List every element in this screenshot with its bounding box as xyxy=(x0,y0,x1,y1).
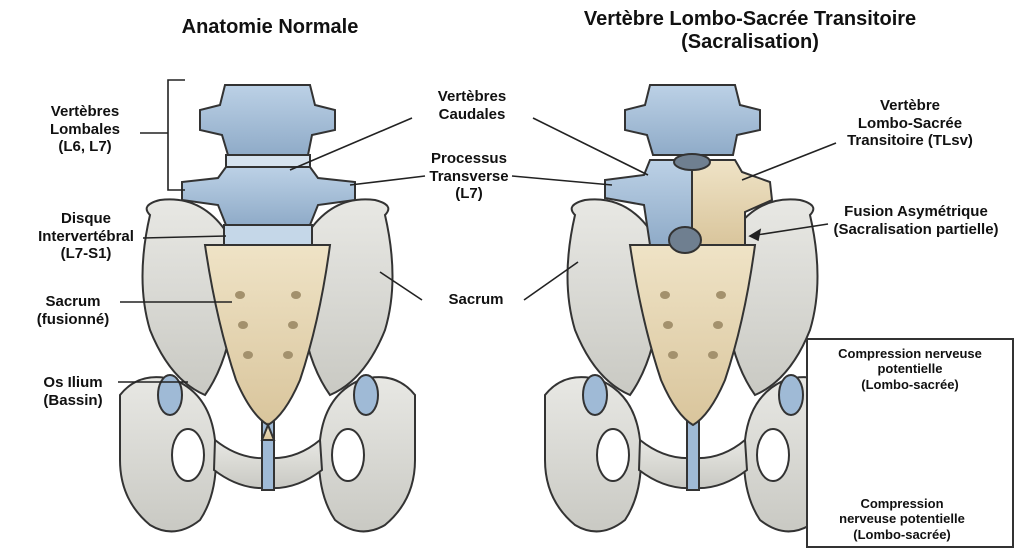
inset-top-line1: Compression nerveuse xyxy=(814,346,1006,361)
disc-l7-s1 xyxy=(224,225,312,245)
label-disc-line1: Disque xyxy=(26,210,146,228)
inset-bottom-line1: Compression xyxy=(814,496,990,511)
label-lumbar-line1: Vertèbres xyxy=(30,103,140,121)
label-tlsv-line1: Vertèbre xyxy=(830,97,990,115)
label-transverse-line1: Processus xyxy=(422,150,516,168)
inset-top-label: Compression nerveuse potentielle (Lombo-… xyxy=(814,346,1006,392)
label-lumbar-vertebrae: Vertèbres Lombales (L6, L7) xyxy=(30,103,140,156)
title-transitional: Vertèbre Lombo-Sacrée Transitoire (Sacra… xyxy=(500,8,1000,54)
label-caudal-line1: Vertèbres xyxy=(412,88,532,106)
sacrum-left xyxy=(205,245,330,425)
label-ilium-line2: (Bassin) xyxy=(30,392,116,410)
normal-pelvis xyxy=(120,85,415,531)
label-disc-line2: Intervertébral xyxy=(26,228,146,246)
label-fusion-line1: Fusion Asymétrique xyxy=(818,203,1014,221)
label-ilium-line1: Os Ilium xyxy=(30,374,116,392)
inset-bottom-label: Compression nerveuse potentielle (Lombo-… xyxy=(814,496,990,542)
label-fusion-line2: (Sacralisation partielle) xyxy=(818,221,1014,239)
label-intervertebral-disc: Disque Intervertébral (L7-S1) xyxy=(26,210,146,263)
inset-nerve-compression: Compression nerveuse potentielle (Lombo-… xyxy=(806,338,1014,548)
label-asymmetric-fusion: Fusion Asymétrique (Sacralisation partie… xyxy=(818,203,1014,238)
label-lumbar-line3: (L6, L7) xyxy=(30,138,140,156)
transitional-pelvis xyxy=(545,85,840,531)
label-disc-line3: (L7-S1) xyxy=(26,245,146,263)
label-caudal-vertebrae: Vertèbres Caudales xyxy=(412,88,532,123)
label-sacrum-line1: Sacrum xyxy=(28,293,118,311)
title-transitional-line2: (Sacralisation) xyxy=(500,31,1000,54)
title-transitional-line1: Vertèbre Lombo-Sacrée Transitoire xyxy=(500,8,1000,31)
label-tlsv-line2: Lombo-Sacrée xyxy=(830,115,990,133)
inset-top-line2: potentielle xyxy=(814,361,1006,376)
label-sacrum-fused: Sacrum (fusionné) xyxy=(28,293,118,328)
title-normal: Anatomie Normale xyxy=(150,16,390,39)
vertebra-l6 xyxy=(200,85,335,155)
label-tlsv-line3: Transitoire (TLsv) xyxy=(830,132,990,150)
label-ilium: Os Ilium (Bassin) xyxy=(30,374,116,409)
label-transverse-line3: (L7) xyxy=(422,185,516,203)
label-sacrum-center: Sacrum xyxy=(430,291,522,309)
inset-bottom-line3: (Lombo-sacrée) xyxy=(814,527,990,542)
label-lumbar-line2: Lombales xyxy=(30,121,140,139)
inset-top-line3: (Lombo-sacrée) xyxy=(814,377,1006,392)
label-transverse-process: Processus Transverse (L7) xyxy=(422,150,516,203)
inset-bottom-line2: nerveuse potentielle xyxy=(814,511,990,526)
label-sacrum-line2: (fusionné) xyxy=(28,311,118,329)
label-tlsv: Vertèbre Lombo-Sacrée Transitoire (TLsv) xyxy=(830,97,990,150)
label-caudal-line2: Caudales xyxy=(412,106,532,124)
label-transverse-line2: Transverse xyxy=(422,168,516,186)
